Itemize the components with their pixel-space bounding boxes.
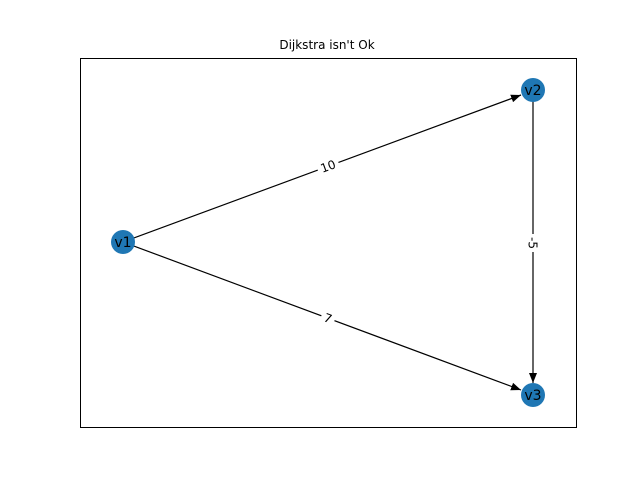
node-label-v2: v2 (524, 83, 541, 99)
node-label-v3: v3 (524, 388, 541, 404)
edge-weight-v1-v2: 10 (319, 157, 338, 175)
figure-title: Dijkstra isn't Ok (279, 38, 374, 52)
node-label-v1: v1 (114, 235, 131, 251)
edge-label-v2-v3: -5 (525, 234, 541, 252)
node-v1 (111, 230, 135, 254)
plot-frame (80, 58, 577, 428)
edge-label-v1-v2: 10 (314, 154, 342, 178)
node-v2 (521, 78, 545, 102)
edge-label-v1-v3: 7 (318, 308, 338, 328)
edge-weight-v2-v3: -5 (526, 237, 540, 249)
node-v3 (521, 383, 545, 407)
